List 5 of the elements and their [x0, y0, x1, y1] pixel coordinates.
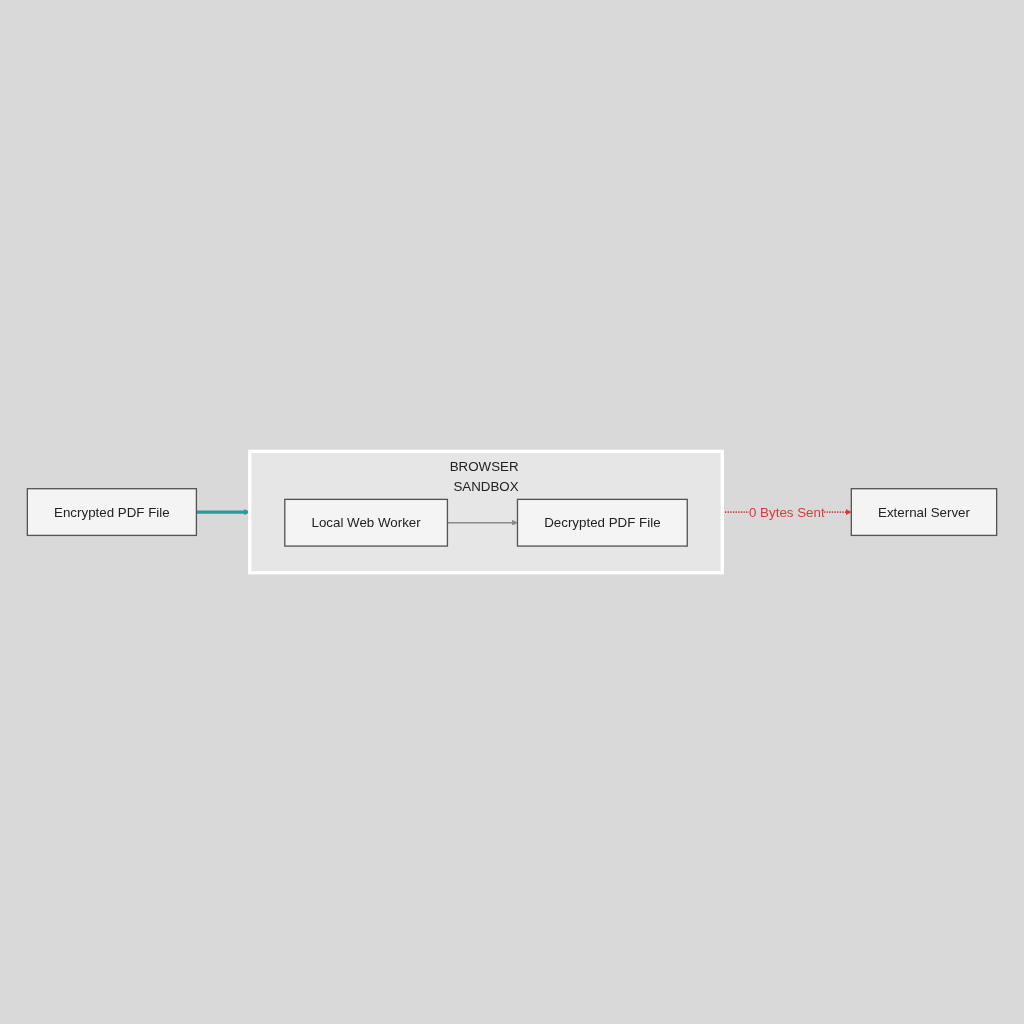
node-box: Local Web Worker	[284, 498, 449, 547]
node-box: Decrypted PDF File	[516, 498, 688, 547]
node-box: External Server	[850, 488, 998, 536]
node-box: Encrypted PDF File	[26, 488, 198, 536]
edge-label: 0 Bytes Sent	[748, 504, 825, 520]
